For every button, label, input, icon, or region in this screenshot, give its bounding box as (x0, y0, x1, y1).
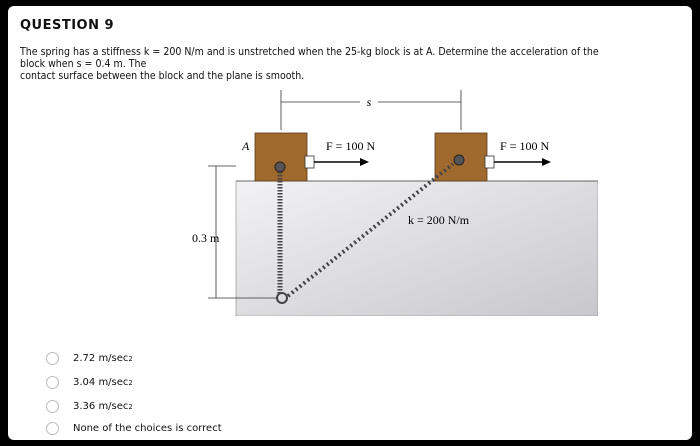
radio-option-4[interactable] (46, 422, 59, 435)
question-panel: QUESTION 9 The spring has a stiffness k … (8, 6, 692, 440)
question-title: QUESTION 9 (20, 18, 115, 33)
force-arrowhead-left (360, 158, 369, 166)
option-2-label: 3.04 m/sec (73, 377, 129, 388)
option-4[interactable]: None of the choices is correct (46, 422, 222, 435)
hook-left (304, 155, 315, 169)
force-arrowhead-right (542, 158, 551, 166)
question-text-line2: contact surface between the block and th… (20, 70, 305, 82)
spring-block-diagram: s A F = 100 N F = 100 N k = 200 N/m 0.3 … (192, 90, 598, 316)
option-1-sup: 2 (128, 354, 133, 363)
label-s: s (367, 95, 372, 109)
radio-option-2[interactable] (46, 376, 59, 389)
radio-option-1[interactable] (46, 352, 59, 365)
spring-diagonal (286, 162, 455, 298)
question-text: The spring has a stiffness k = 200 N/m a… (20, 46, 614, 82)
force-label-right: F = 100 N (500, 139, 549, 153)
spring-label: k = 200 N/m (408, 213, 470, 227)
question-text-line1: The spring has a stiffness k = 200 N/m a… (20, 46, 599, 70)
force-label-left: F = 100 N (326, 139, 375, 153)
height-label: 0.3 m (192, 231, 220, 245)
radio-option-3[interactable] (46, 400, 59, 413)
option-2-sup: 2 (128, 378, 133, 387)
option-1-label: 2.72 m/sec (73, 353, 129, 364)
option-4-label: None of the choices is correct (73, 423, 222, 434)
option-3-label: 3.36 m/sec (73, 401, 129, 412)
pulley-right (453, 154, 465, 166)
hook-right (484, 155, 495, 169)
option-3-sup: 2 (128, 402, 133, 411)
pulley-left (274, 161, 286, 173)
label-A: A (241, 139, 250, 153)
block-at-A (254, 132, 308, 182)
